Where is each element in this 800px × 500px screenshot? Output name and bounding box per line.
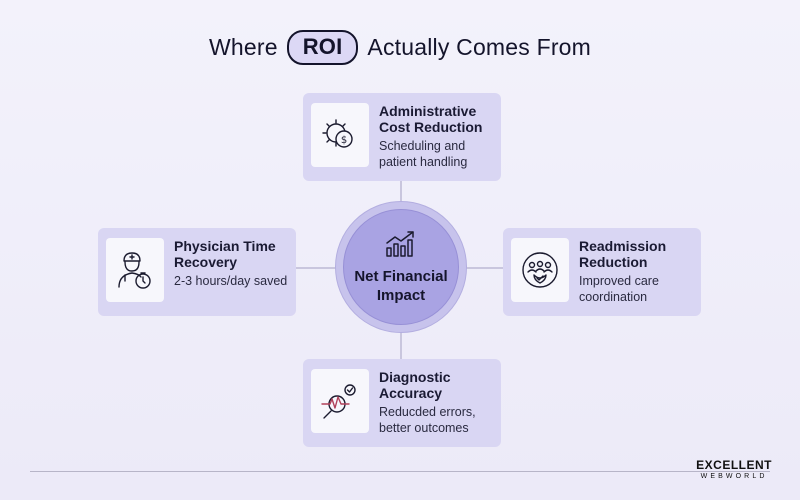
center-label: Net Financial Impact [354,267,448,304]
magnifier-pulse-icon [311,369,369,433]
brand-sub: WEBWORLD [700,473,768,480]
gear-dollar-icon: $ [311,103,369,167]
growth-chart-icon [384,230,418,263]
svg-text:$: $ [341,135,347,146]
brand-main: EXCELLENT [696,458,772,472]
connector-bottom [400,332,402,360]
title-before: Where [208,34,278,60]
card-diagnostic-accuracy: Diagnostic Accuracy Reducded errors, bet… [303,359,501,447]
card-physician-time: Physician Time Recovery 2-3 hours/day sa… [98,228,296,316]
card-title-top: Administrative Cost Reduction [379,103,483,135]
connector-top [400,181,402,203]
card-desc-right: Improved care coordination [579,274,659,304]
title-after: Actually Comes From [367,34,592,60]
care-team-icon [511,238,569,302]
card-desc-top: Scheduling and patient handling [379,139,468,169]
card-title-left: Physician Time Recovery [174,238,276,270]
page-title: Where ROI Actually Comes From [0,30,800,65]
doctor-stopwatch-icon [106,238,164,302]
card-desc-left: 2-3 hours/day saved [174,274,288,288]
card-readmission: Readmission Reduction Improved care coor… [503,228,701,316]
card-title-bottom: Diagnostic Accuracy [379,369,451,401]
card-title-right: Readmission Reduction [579,238,667,270]
footer-divider [30,471,770,472]
card-administrative-cost: $ Administrative Cost Reduction Scheduli… [303,93,501,181]
brand-logo: EXCELLENT WEBWORLD [696,459,772,481]
connector-left [296,267,336,269]
title-highlight: ROI [286,30,359,65]
connector-right [466,267,504,269]
center-node: Net Financial Impact [335,201,467,333]
card-desc-bottom: Reducded errors, better outcomes [379,405,476,435]
